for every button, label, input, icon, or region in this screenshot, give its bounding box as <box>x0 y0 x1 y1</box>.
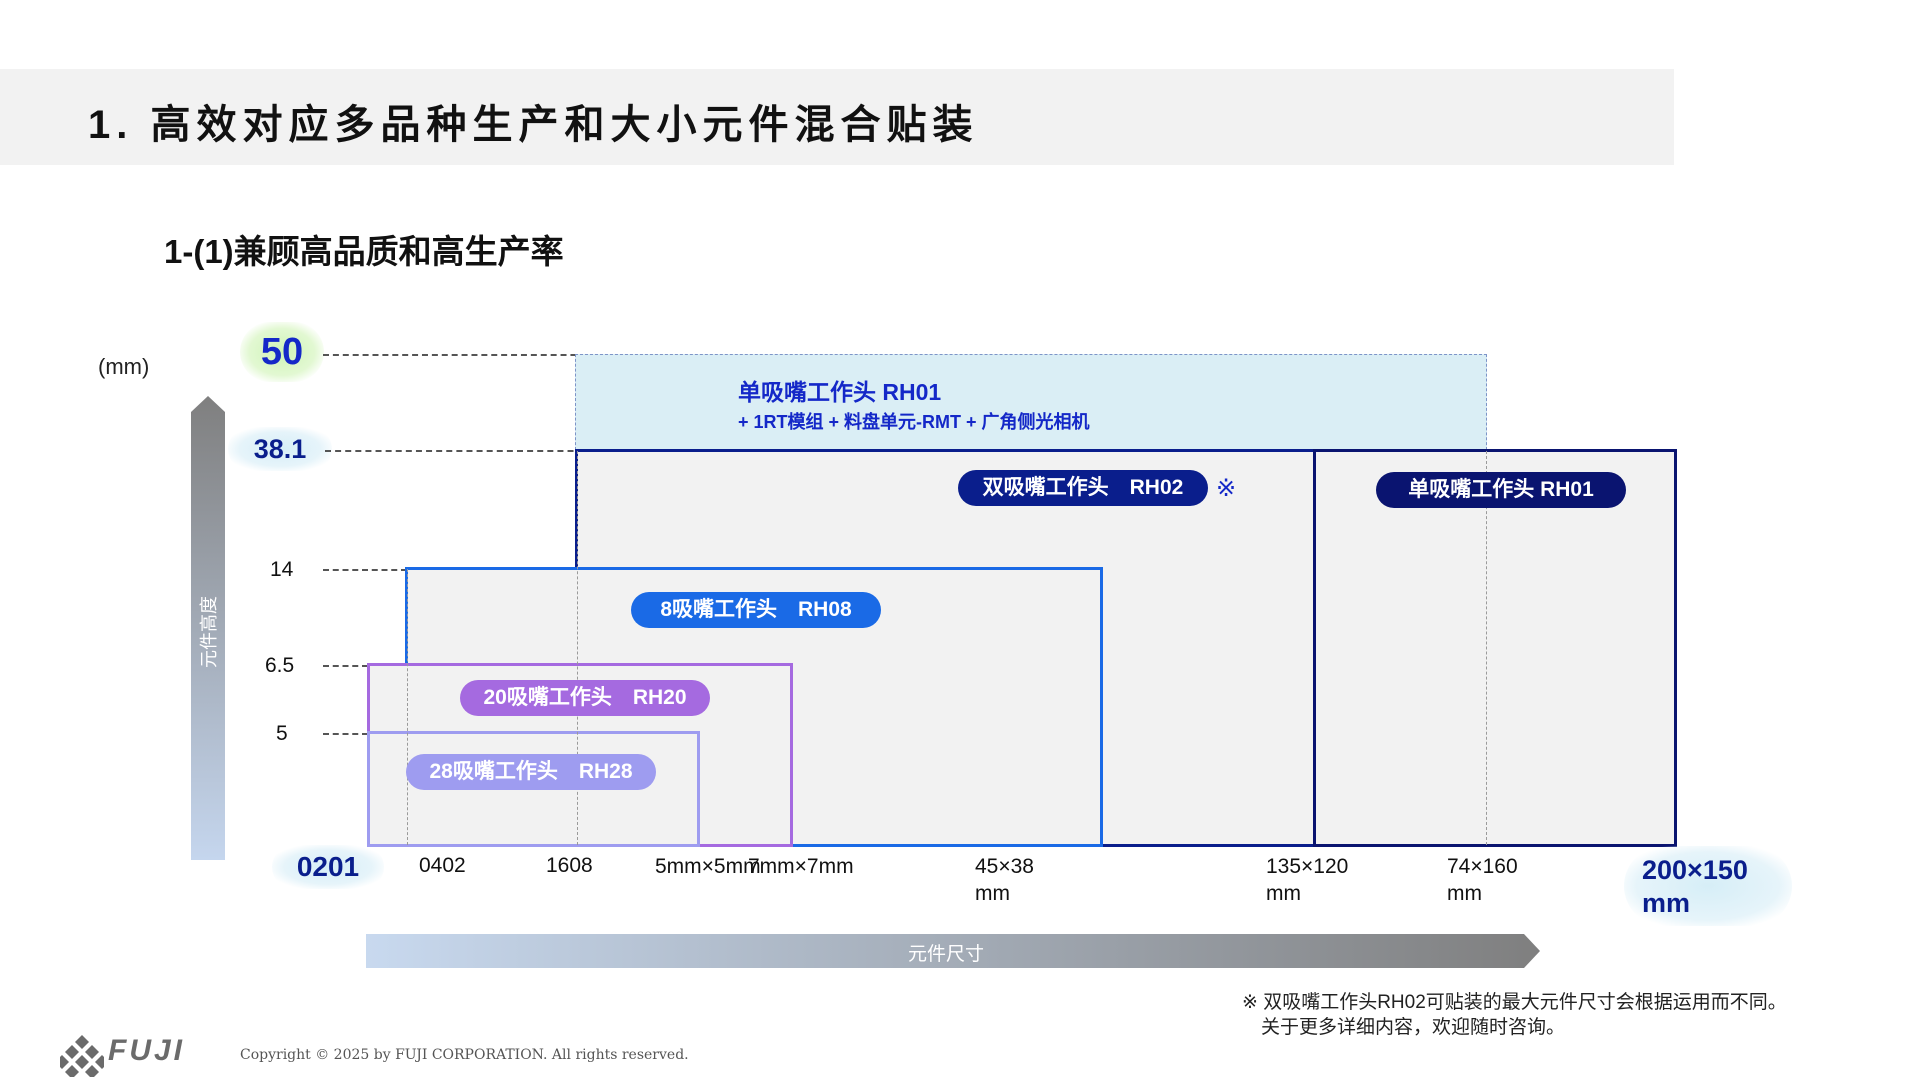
title-band <box>0 69 1674 165</box>
fuji-logo-text: FUJI <box>108 1034 186 1067</box>
footnote: ※ 双吸嘴工作头RH02可贴装的最大元件尺寸会根据运用而不同。 关于更多详细内容… <box>1242 992 1787 1038</box>
guide-line-50 <box>323 354 715 356</box>
section-subtitle: 1-(1)兼顾高品质和高生产率 <box>164 233 564 270</box>
guide-x-1608 <box>577 451 578 845</box>
height-5-label: 5 <box>276 722 288 745</box>
guide-x-74 <box>1486 451 1487 845</box>
guide-line-5 <box>323 733 368 735</box>
size-axis-label: 元件尺寸 <box>907 944 984 965</box>
size-max-glow <box>1624 846 1792 926</box>
height-max-label: 50 <box>240 322 324 382</box>
guide-x-0402 <box>407 569 408 845</box>
height-14-label: 14 <box>270 558 294 581</box>
page-title: 1. 高效对应多品种生产和大小元件混合贴装 <box>88 103 979 147</box>
size-74x160-label: 74×160 mm <box>1447 855 1518 905</box>
size-135x120-label: 135×120 mm <box>1266 855 1349 905</box>
rh01-label: 单吸嘴工作头 RH01 <box>1376 472 1626 508</box>
size-0402-label: 0402 <box>419 854 466 877</box>
height-axis-label: 元件高度 <box>199 596 219 668</box>
rh08-label: 8吸嘴工作头 RH08 <box>631 592 881 628</box>
size-7mm-label: 7mm×7mm <box>748 855 854 878</box>
size-max-label: 200×150 mm <box>1642 855 1748 918</box>
guide-line-14 <box>323 569 407 571</box>
guide-line-38 <box>325 450 715 452</box>
rh28-label: 28吸嘴工作头 RH28 <box>406 754 656 790</box>
size-1608-label: 1608 <box>546 854 593 877</box>
fuji-logo-mark-icon <box>60 1035 104 1077</box>
guide-line-6-5 <box>323 665 368 667</box>
rh02-note-mark: ※ <box>1216 475 1237 502</box>
size-45x38-label: 45×38 mm <box>975 855 1034 905</box>
rh01-range-box <box>1313 449 1677 847</box>
unit-label: (mm) <box>98 354 150 379</box>
size-5mm-label: 5mm×5mm <box>655 855 761 878</box>
copyright: Copyright © 2025 by FUJI CORPORATION. Al… <box>240 1047 689 1063</box>
height-axis-arrow <box>191 396 225 860</box>
rh01-extended-region <box>575 354 1487 450</box>
rh01-extended-subtitle: + 1RT模组 + 料盘单元-RMT + 广角侧光相机 <box>738 412 1090 432</box>
size-min-label: 0201 <box>272 845 384 889</box>
rh20-label: 20吸嘴工作头 RH20 <box>460 680 710 716</box>
height-38-label: 38.1 <box>228 427 332 471</box>
size-axis-arrow <box>366 934 1540 968</box>
height-6-5-label: 6.5 <box>265 654 295 677</box>
rh02-label: 双吸嘴工作头 RH02 <box>958 470 1208 506</box>
height-axis-label-wrap: 元件高度 <box>190 592 226 672</box>
rh01-extended-title: 单吸嘴工作头 RH01 <box>738 379 942 405</box>
